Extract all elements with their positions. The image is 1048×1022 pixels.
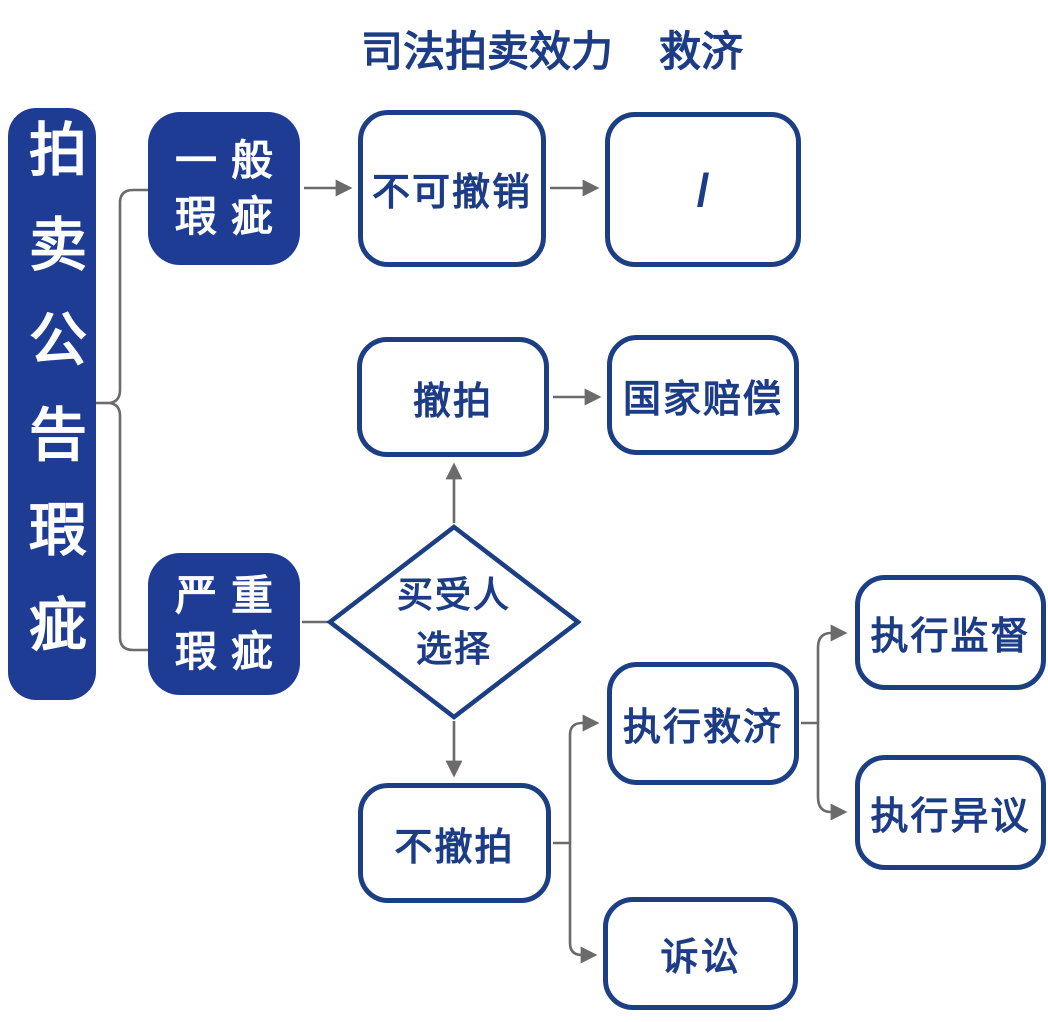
auction-announcement-defect-label: 拍卖公告瑕疵	[20, 119, 85, 689]
arrow-no-withdraw-to-litigation	[568, 843, 598, 964]
node-auction-announcement-defect: 拍卖公告瑕疵	[8, 108, 96, 700]
brace-connector	[108, 188, 148, 652]
node-execution-supervision: 执行监督	[855, 575, 1046, 690]
node-serious-defect: 严重 瑕疵	[148, 553, 300, 695]
execution-remedy-label: 执行救济	[622, 707, 783, 749]
node-irrevocable: 不可撤销	[358, 110, 546, 267]
execution-supervision-label: 执行监督	[870, 616, 1031, 658]
title-remedy: 救济	[659, 28, 744, 75]
node-withdraw-auction: 撤拍	[357, 337, 549, 457]
arrow-execution-remedy-to-objection	[816, 723, 848, 821]
arrow-no-withdraw-to-execution-remedy	[568, 714, 600, 843]
node-state-compensation: 国家赔偿	[607, 335, 799, 455]
no-withdraw-label: 不撤拍	[394, 826, 515, 869]
irrevocable-label: 不可撤销	[371, 172, 532, 214]
withdraw-auction-label: 撤拍	[412, 380, 493, 423]
buyer-choice-line2: 选择	[415, 628, 492, 669]
node-general-defect: 一般 瑕疵	[148, 112, 300, 265]
litigation-label: 诉讼	[660, 937, 741, 979]
title-judicial-auction-validity: 司法拍卖效力	[360, 28, 613, 75]
node-execution-remedy: 执行救济	[607, 662, 799, 785]
buyer-choice-line1: 买受人	[396, 574, 511, 615]
node-no-remedy: /	[605, 112, 801, 267]
node-execution-objection: 执行异议	[855, 755, 1046, 870]
serious-defect-line1: 严重	[174, 572, 287, 620]
arrow-execution-remedy-to-supervision	[816, 624, 848, 723]
execution-objection-label: 执行异议	[870, 796, 1031, 838]
no-remedy-label: /	[696, 163, 710, 216]
general-defect-line2: 瑕疵	[174, 192, 287, 240]
node-buyer-choice: 买受人 选择	[354, 570, 554, 674]
diagram-title: 司法拍卖效力 救济	[28, 18, 1048, 79]
node-no-withdraw: 不撤拍	[358, 783, 551, 903]
node-litigation: 诉讼	[603, 897, 798, 1010]
general-defect-line1: 一般	[174, 136, 287, 184]
state-compensation-label: 国家赔偿	[622, 378, 783, 421]
serious-defect-line2: 瑕疵	[174, 628, 287, 675]
